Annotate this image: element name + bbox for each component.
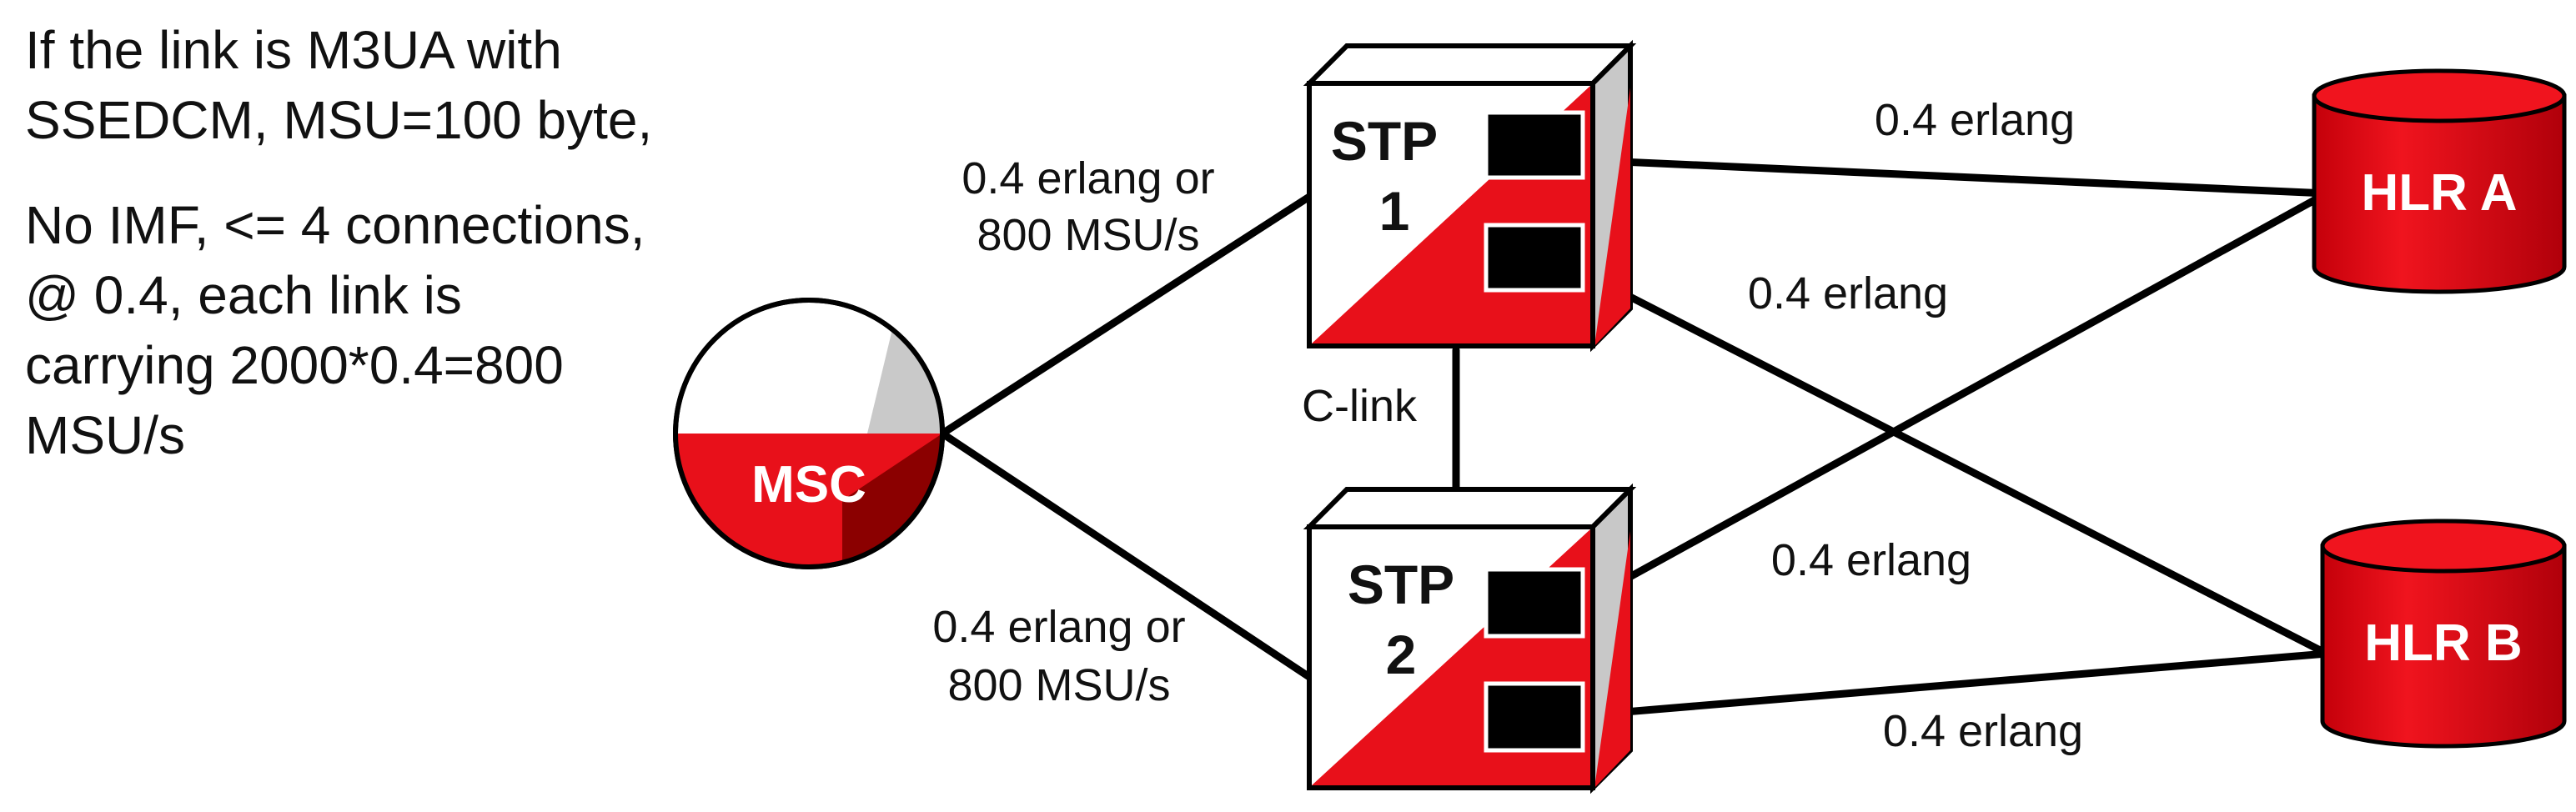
- link-label-stp2-hlr-b: 0.4 erlang: [1883, 706, 2083, 756]
- stp1-label: STP: [1331, 110, 1438, 172]
- hlr-a-label: HLR A: [2361, 164, 2517, 222]
- note-line: carrying 2000*0.4=800: [25, 335, 564, 395]
- config-note: If the link is M3UA with SSEDCM, MSU=100…: [25, 20, 652, 465]
- note-line: MSU/s: [25, 405, 185, 465]
- note-line: No IMF, <= 4 connections,: [25, 195, 645, 255]
- hlr-a-node: HLR A: [2312, 68, 2567, 294]
- c-link-label: C-link: [1302, 381, 1418, 431]
- link-label-stp2-hlr-a: 0.4 erlang: [1771, 535, 1971, 585]
- link-label-msc-stp2-rate: 800 MSU/s: [947, 660, 1170, 710]
- note-line: If the link is M3UA with: [25, 20, 562, 80]
- stp2-label: STP: [1348, 554, 1454, 615]
- link-msc-stp2: [938, 429, 1313, 681]
- link-msc-stp1: [938, 193, 1313, 438]
- hlr-b-label: HLR B: [2364, 614, 2522, 672]
- stp2-number: 2: [1386, 624, 1417, 685]
- stp1-number: 1: [1379, 180, 1410, 242]
- msc-node: MSC: [673, 298, 945, 569]
- link-stp1-hlr-b: [1580, 269, 2331, 658]
- note-line: SSEDCM, MSU=100 byte,: [25, 90, 652, 150]
- link-label-msc-stp1: 0.4 erlang or: [962, 153, 1214, 203]
- link-stp2-hlr-b: [1580, 649, 2331, 719]
- stp2-port-top: [1484, 567, 1585, 639]
- link-label-stp1-hlr-b: 0.4 erlang: [1748, 268, 1948, 318]
- stp1-node: STP 1: [1303, 39, 1637, 353]
- stp1-port-top: [1484, 110, 1585, 180]
- hlr-b-node: HLR B: [2320, 519, 2567, 749]
- stp2-port-bottom: [1484, 681, 1585, 753]
- stp1-port-bottom: [1484, 223, 1585, 293]
- link-label-msc-stp1-rate: 800 MSU/s: [977, 210, 1199, 260]
- stp2-node: STP 2: [1303, 483, 1637, 794]
- link-stp2-hlr-a: [1580, 189, 2331, 606]
- note-line: @ 0.4, each link is: [25, 265, 462, 325]
- link-label-msc-stp2: 0.4 erlang or: [932, 602, 1185, 652]
- msc-label: MSC: [751, 456, 866, 514]
- link-label-stp1-hlr-a: 0.4 erlang: [1875, 95, 2075, 145]
- link-stp1-hlr-a: [1580, 156, 2331, 198]
